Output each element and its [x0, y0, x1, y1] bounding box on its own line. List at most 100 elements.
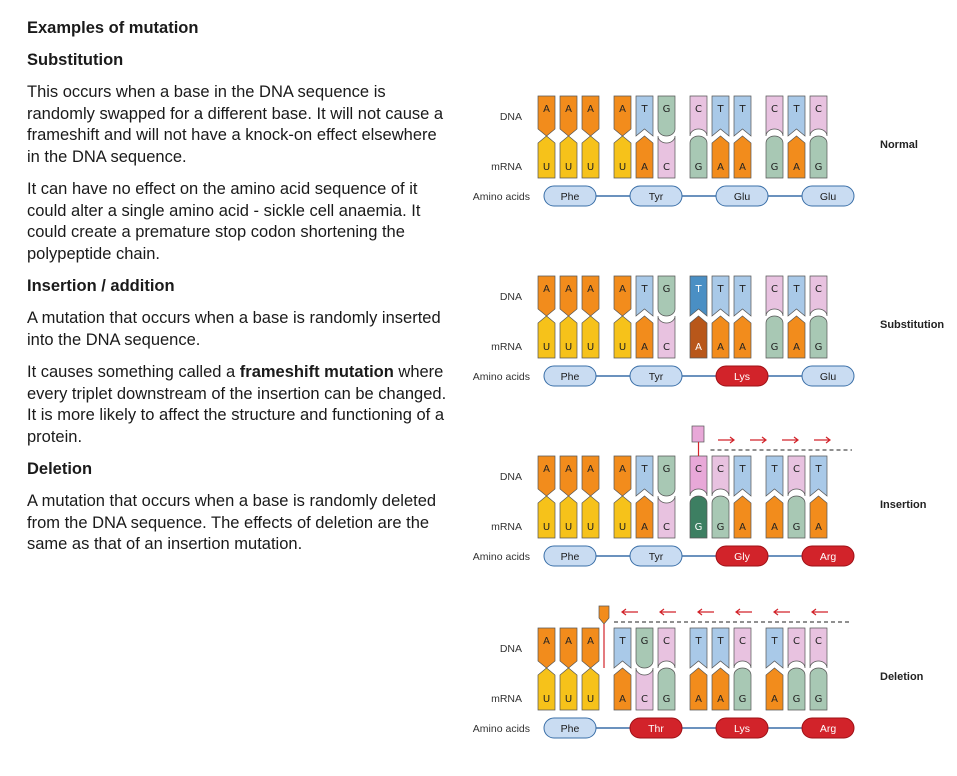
- deleted-base-marker: [598, 605, 610, 625]
- shift-left-arrow: [659, 608, 676, 616]
- dna-base: [657, 95, 676, 137]
- dna-base-letter: G: [663, 464, 671, 475]
- dna-base: [809, 95, 828, 137]
- mrna-base-letter: A: [641, 342, 648, 353]
- mrna-base-letter: A: [619, 694, 626, 705]
- mrna-base-letter: A: [793, 162, 800, 173]
- mrna-base: [613, 495, 632, 539]
- mrna-base-letter: U: [587, 522, 594, 533]
- dna-base-letter: A: [543, 636, 550, 647]
- dna-base-letter: G: [663, 104, 671, 115]
- mrna-base: [635, 315, 654, 359]
- mrna-base-letter: G: [815, 342, 823, 353]
- amino-acid: [543, 365, 597, 387]
- dna-base: [613, 275, 632, 317]
- dna-base-letter: A: [565, 284, 572, 295]
- dna-base: [809, 275, 828, 317]
- dna-base-letter: T: [716, 636, 724, 647]
- dna-base: [581, 627, 600, 669]
- mrna-base: [765, 667, 784, 711]
- mrna-row-label: mRNA: [491, 341, 522, 353]
- mrna-base-letter: U: [543, 694, 550, 705]
- dna-base-letter: T: [640, 284, 648, 295]
- mrna-base-letter: U: [619, 342, 626, 353]
- mrna-base: [711, 135, 730, 179]
- page-title: Examples of mutation: [27, 19, 199, 37]
- dna-base: [537, 95, 556, 137]
- mrna-base: [809, 667, 828, 711]
- dna-base: [635, 275, 654, 317]
- mrna-base: [559, 667, 578, 711]
- insertion-p2-pre: It causes something called a: [27, 363, 240, 381]
- amino-acid: [543, 545, 597, 567]
- mrna-base: [711, 667, 730, 711]
- dna-base-letter: T: [694, 284, 702, 295]
- mrna-base-letter: U: [619, 162, 626, 173]
- mrna-base-letter: A: [739, 522, 746, 533]
- dna-base: [559, 455, 578, 497]
- amino-acid-label: Lys: [734, 371, 750, 383]
- dna-base-letter: C: [717, 464, 724, 475]
- dna-base: [809, 627, 828, 669]
- mrna-base-letter: C: [663, 162, 670, 173]
- mrna-base: [581, 315, 600, 359]
- mrna-base-letter: U: [565, 522, 572, 533]
- dna-base-letter: A: [543, 464, 550, 475]
- mrna-base: [581, 495, 600, 539]
- dna-base-letter: T: [738, 104, 746, 115]
- dna-base: [765, 95, 784, 137]
- dna-base-letter: T: [770, 464, 778, 475]
- dna-base-letter: C: [815, 636, 822, 647]
- mrna-base: [635, 135, 654, 179]
- panel-label-normal: Normal: [880, 139, 918, 151]
- mrna-base-letter: A: [695, 342, 702, 353]
- amino-acid: [629, 545, 683, 567]
- mrna-base: [809, 135, 828, 179]
- mrna-base-letter: G: [663, 694, 671, 705]
- amino-acid: [801, 185, 855, 207]
- mrna-base: [733, 667, 752, 711]
- dna-row-label: DNA: [500, 291, 522, 303]
- amino-acid-label: Tyr: [649, 191, 664, 203]
- dna-row-label: DNA: [500, 471, 522, 483]
- insertion-heading: Insertion / addition: [27, 277, 175, 295]
- dna-base: [657, 275, 676, 317]
- amino-acid: [543, 717, 597, 739]
- mrna-base: [809, 495, 828, 539]
- dna-row-label: DNA: [500, 111, 522, 123]
- mrna-base-letter: C: [663, 522, 670, 533]
- dna-base-letter: T: [738, 284, 746, 295]
- inserted-base-marker: [691, 425, 705, 443]
- dna-base-letter: C: [793, 636, 800, 647]
- shift-left-arrow: [773, 608, 790, 616]
- mrna-base-letter: G: [739, 694, 747, 705]
- shift-right-arrow: [814, 436, 831, 444]
- insertion-p2-post: where every triplet downstream of the in…: [27, 363, 447, 446]
- dna-base-letter: A: [565, 636, 572, 647]
- amino-acid-label: Phe: [561, 371, 580, 383]
- dna-base-letter: T: [716, 104, 724, 115]
- amino-acid-label: Phe: [561, 723, 580, 735]
- dna-base-letter: C: [695, 464, 702, 475]
- dna-base: [689, 455, 708, 497]
- mrna-base: [787, 495, 806, 539]
- dna-base-letter: A: [619, 284, 626, 295]
- substitution-paragraph-1: This occurs when a base in the DNA seque…: [27, 83, 444, 166]
- dna-base-letter: A: [565, 464, 572, 475]
- amino-acid: [629, 185, 683, 207]
- dna-base-letter: A: [619, 104, 626, 115]
- mrna-base: [711, 315, 730, 359]
- dna-base: [689, 95, 708, 137]
- mrna-base: [613, 315, 632, 359]
- mrna-base: [733, 495, 752, 539]
- mrna-base-letter: U: [587, 162, 594, 173]
- shift-left-arrow: [811, 608, 828, 616]
- mrna-base-letter: U: [543, 342, 550, 353]
- mrna-base: [711, 495, 730, 539]
- dna-base: [765, 627, 784, 669]
- dna-base: [689, 627, 708, 669]
- dna-base: [711, 275, 730, 317]
- dna-base-letter: T: [716, 284, 724, 295]
- amino-acid-label: Lys: [734, 723, 750, 735]
